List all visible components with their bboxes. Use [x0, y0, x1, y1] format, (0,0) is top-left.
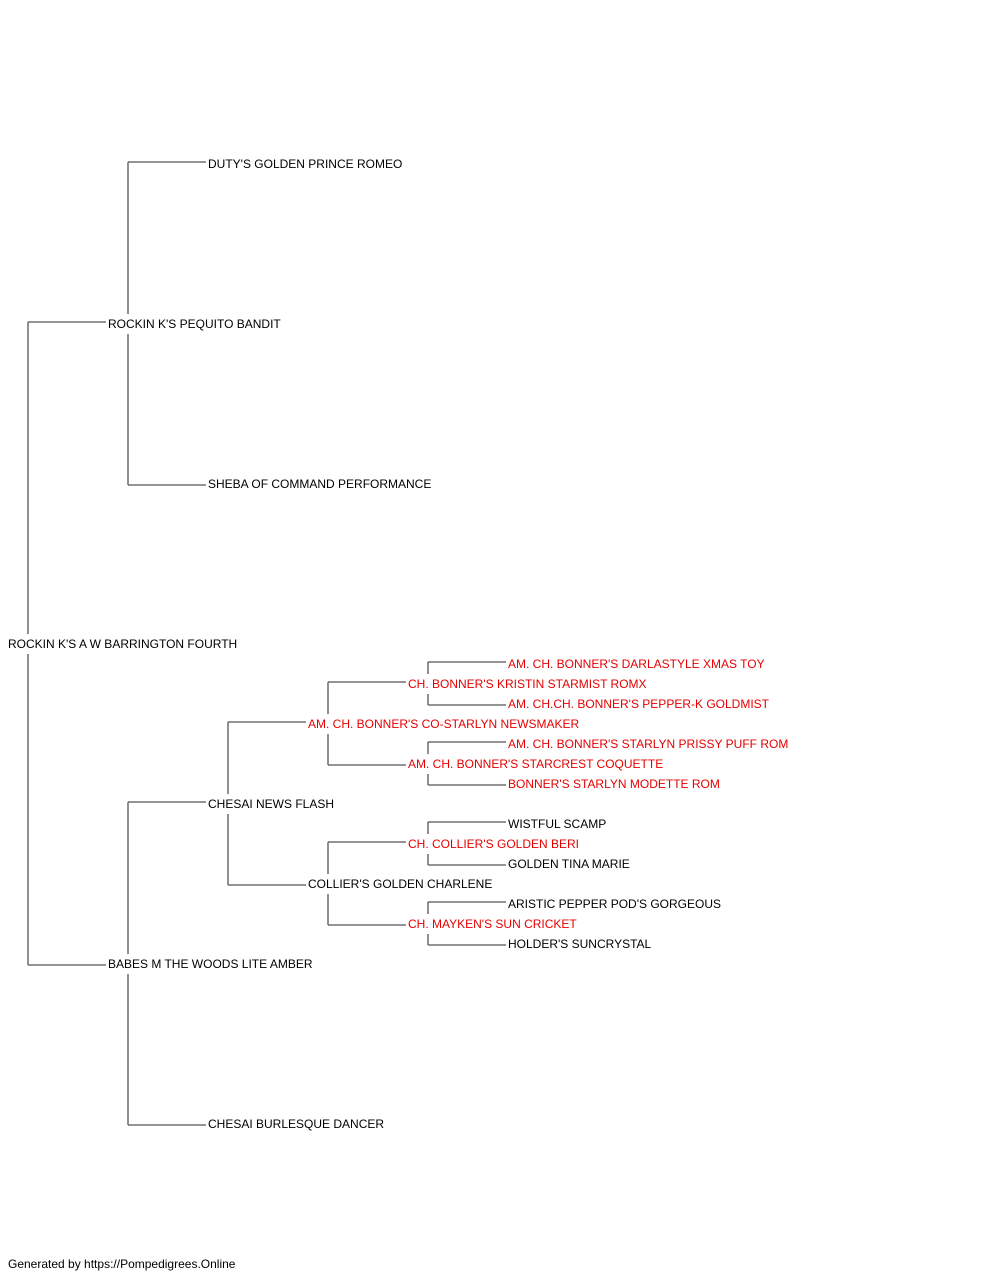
dog-name-subject-sire-dam: SHEBA OF COMMAND PERFORMANCE: [208, 477, 431, 491]
dog-name-subject-dam-sire-dam: COLLIER'S GOLDEN CHARLENE: [308, 877, 492, 891]
dog-name-subject-dam-sire-sire-sire: CH. BONNER'S KRISTIN STARMIST ROMX: [408, 677, 647, 691]
dog-name-subject: ROCKIN K'S A W BARRINGTON FOURTH: [8, 637, 237, 651]
dog-name-subject-dam-sire-sire-dam-sire: AM. CH. BONNER'S STARLYN PRISSY PUFF ROM: [508, 737, 788, 751]
dog-name-subject-dam-sire-dam-sire-sire: WISTFUL SCAMP: [508, 817, 606, 831]
dog-name-subject-dam-sire-dam-dam-sire: ARISTIC PEPPER POD'S GORGEOUS: [508, 897, 721, 911]
dog-name-subject-sire-sire: DUTY'S GOLDEN PRINCE ROMEO: [208, 157, 402, 171]
dog-name-subject-dam-sire-sire-dam-dam: BONNER'S STARLYN MODETTE ROM: [508, 777, 720, 791]
dog-name-subject-dam-sire: CHESAI NEWS FLASH: [208, 797, 334, 811]
dog-name-subject-dam-sire-dam-sire: CH. COLLIER'S GOLDEN BERI: [408, 837, 579, 851]
dog-name-subject-dam-sire-sire-sire-sire: AM. CH. BONNER'S DARLASTYLE XMAS TOY: [508, 657, 765, 671]
dog-name-subject-dam-sire-sire-dam: AM. CH. BONNER'S STARCREST COQUETTE: [408, 757, 663, 771]
dog-name-subject-dam-dam: CHESAI BURLESQUE DANCER: [208, 1117, 384, 1131]
dog-name-subject-dam-sire-sire-sire-dam: AM. CH.CH. BONNER'S PEPPER-K GOLDMIST: [508, 697, 770, 711]
dog-name-subject-dam-sire-sire: AM. CH. BONNER'S CO-STARLYN NEWSMAKER: [308, 717, 580, 731]
dog-name-subject-dam: BABES M THE WOODS LITE AMBER: [108, 957, 313, 971]
generated-by-footer: Generated by https://Pompedigrees.Online: [8, 1257, 236, 1271]
dog-name-subject-dam-sire-dam-dam-dam: HOLDER'S SUNCRYSTAL: [508, 937, 652, 951]
dog-name-subject-sire: ROCKIN K'S PEQUITO BANDIT: [108, 317, 281, 331]
dog-name-subject-dam-sire-dam-sire-dam: GOLDEN TINA MARIE: [508, 857, 630, 871]
dog-name-subject-dam-sire-dam-dam: CH. MAYKEN'S SUN CRICKET: [408, 917, 577, 931]
